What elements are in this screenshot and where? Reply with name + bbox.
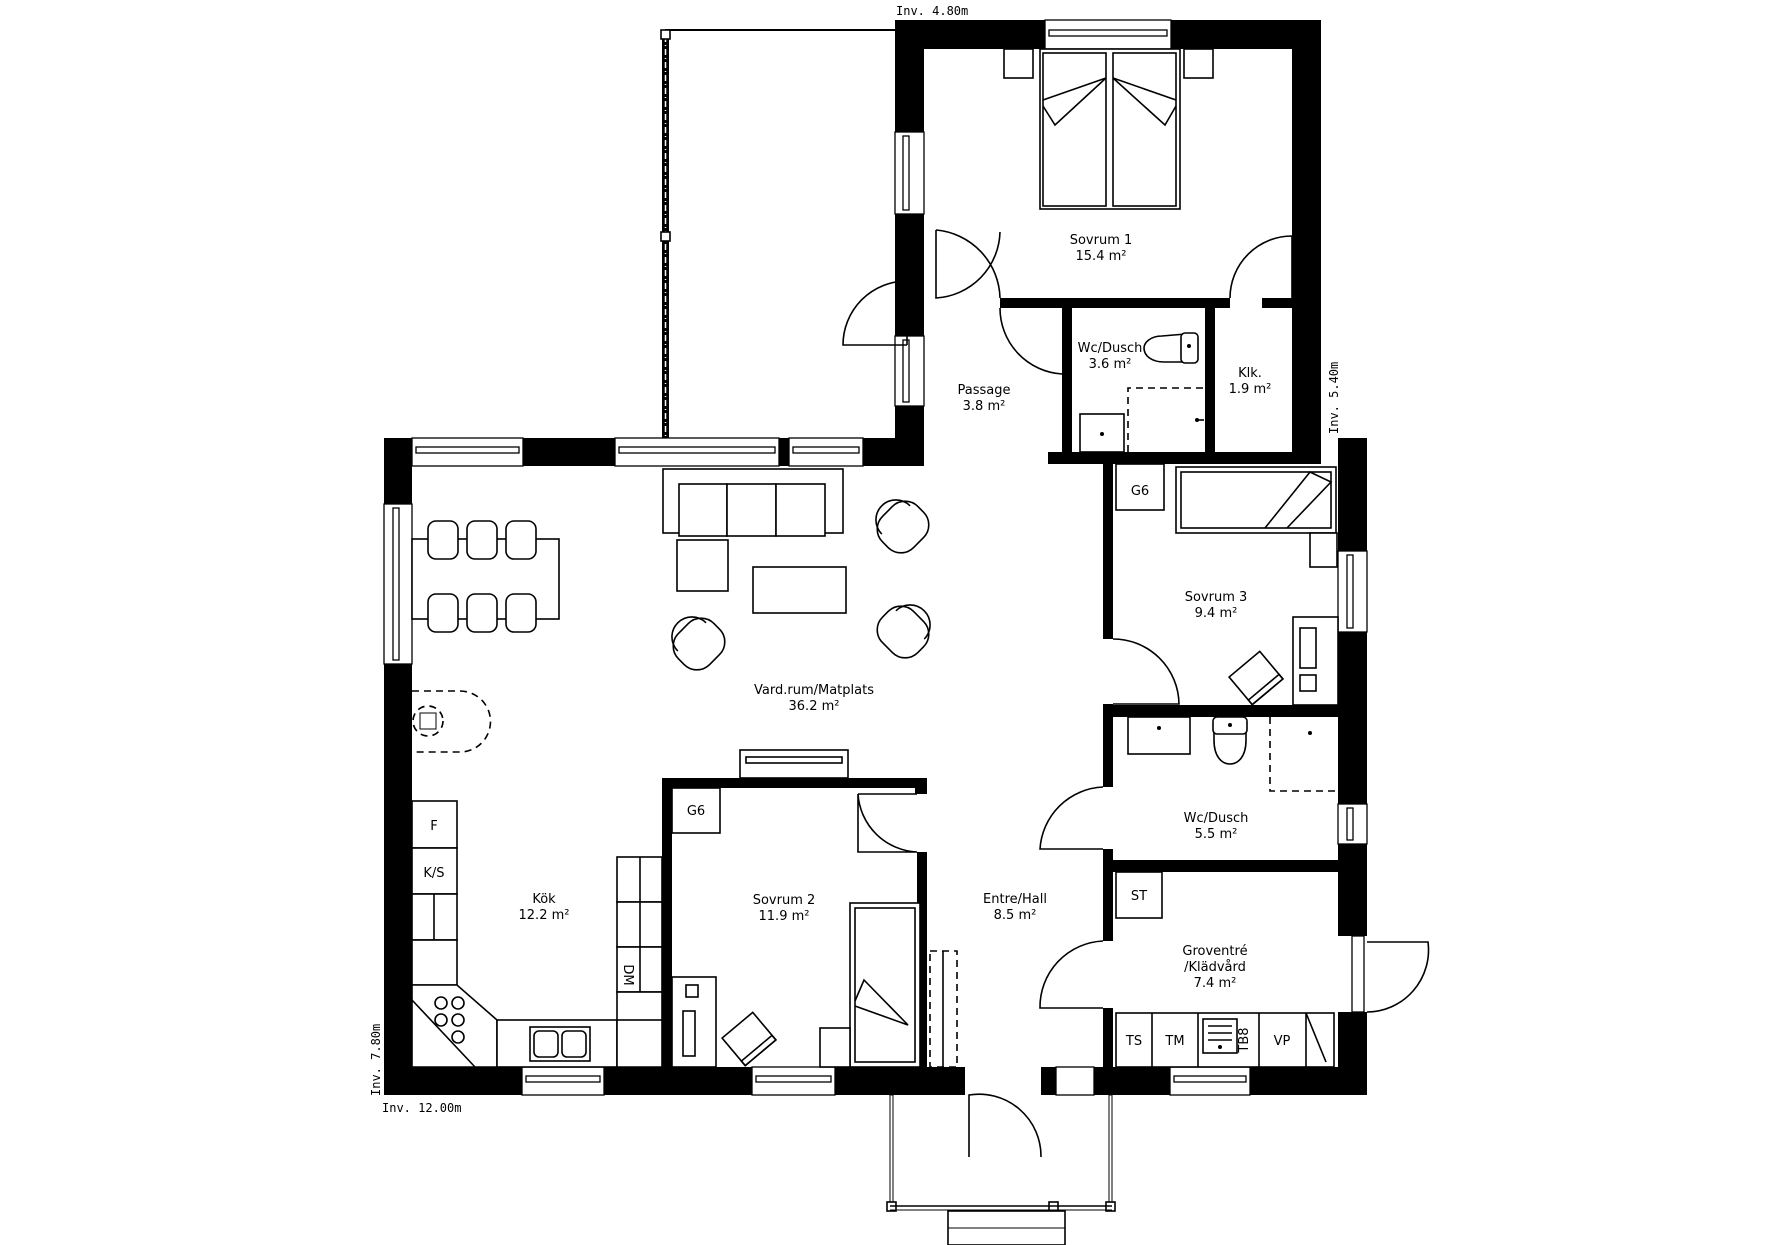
room-name: Wc/Dusch: [1078, 341, 1143, 356]
room-kok: Kök 12.2 m²: [519, 892, 570, 923]
room-area: 15.4 m²: [1076, 249, 1127, 264]
room-klk: Klk. 1.9 m²: [1229, 366, 1272, 397]
sovrum2-furniture: [671, 749, 958, 1068]
room-vardrum-matplats: Vard.rum/Matplats 36.2 m²: [754, 683, 874, 714]
laundry-fixtures: [1115, 871, 1335, 1068]
room-sovrum-1: Sovrum 1 15.4 m²: [1070, 233, 1133, 264]
room-name: Klk.: [1238, 366, 1262, 381]
windows: [383, 19, 1368, 1096]
room-wc-dusch-2: Wc/Dusch 5.5 m²: [1184, 811, 1249, 842]
room-area: 5.5 m²: [1195, 827, 1238, 842]
room-area: 3.6 m²: [1089, 357, 1132, 372]
room-name-line2: /Klädvård: [1184, 960, 1246, 975]
kitchen: [411, 800, 663, 1068]
desk-chair: [1227, 650, 1285, 706]
fireplace: [412, 690, 492, 753]
room-entre-hall: Entre/Hall 8.5 m²: [983, 892, 1047, 923]
sovrum3-furniture: [1115, 463, 1339, 706]
g6-label: G6: [687, 804, 705, 819]
room-name: Sovrum 3: [1185, 590, 1248, 605]
room-groventre-kladvard: Groventré /Klädvård 7.4 m²: [1182, 944, 1247, 991]
dishwasher-label: DM: [620, 964, 635, 985]
armchair: [671, 616, 726, 671]
room-sovrum-3: Sovrum 3 9.4 m²: [1185, 590, 1248, 621]
room-area: 12.2 m²: [519, 908, 570, 923]
room-wc-dusch-1: Wc/Dusch 3.6 m²: [1078, 341, 1143, 372]
water-heater-label: VP: [1274, 1034, 1291, 1049]
storage-label: ST: [1131, 889, 1147, 904]
room-area: 9.4 m²: [1195, 606, 1238, 621]
armchair: [875, 499, 930, 554]
room-area: 8.5 m²: [994, 908, 1037, 923]
room-passage: Passage 3.8 m²: [958, 383, 1011, 414]
terrace: [660, 29, 895, 440]
dining-table: [411, 520, 560, 633]
double-bed: [1003, 48, 1214, 210]
room-area: 1.9 m²: [1229, 382, 1272, 397]
dimension-left: Inv. 7.80m: [369, 1024, 383, 1096]
hob-burners: [434, 996, 465, 1044]
entrance-porch: [886, 1094, 1116, 1245]
room-area: 11.9 m²: [759, 909, 810, 924]
desk-chair: [720, 1011, 778, 1067]
room-area: 36.2 m²: [789, 699, 840, 714]
walls: [384, 20, 1367, 1095]
room-area: 3.8 m²: [963, 399, 1006, 414]
fixture-labels: G6 G6 F K/S DM ST TS TM TB8 VP: [423, 484, 1290, 1054]
room-name: Vard.rum/Matplats: [754, 683, 874, 698]
room-labels: Sovrum 1 15.4 m² Wc/Dusch 3.6 m² Klk. 1.…: [519, 233, 1272, 991]
room-name: Sovrum 2: [753, 893, 816, 908]
room-name: Wc/Dusch: [1184, 811, 1249, 826]
living-room-furniture: [662, 468, 931, 671]
dimension-labels: Inv. 4.80m Inv. 5.40m Inv. 7.80m Inv. 12…: [369, 4, 1341, 1115]
dimension-top: Inv. 4.80m: [896, 4, 968, 18]
dimension-bottom: Inv. 12.00m: [382, 1101, 461, 1115]
dimension-right: Inv. 5.40m: [1327, 362, 1341, 434]
room-name: Entre/Hall: [983, 892, 1047, 907]
armchair: [876, 604, 931, 659]
g6-label: G6: [1131, 484, 1149, 499]
dryer-label: TS: [1125, 1034, 1142, 1049]
washer-label: TM: [1164, 1034, 1184, 1049]
drying-cabinet-label: TB8: [1237, 1027, 1252, 1053]
fridge-freezer-label: K/S: [423, 866, 444, 881]
wc1-fixtures: [1079, 332, 1205, 453]
room-sovrum-2: Sovrum 2 11.9 m²: [753, 893, 816, 924]
room-name: Passage: [958, 383, 1011, 398]
doors: [842, 229, 1430, 1158]
dining-chairs: [427, 520, 537, 633]
room-name: Sovrum 1: [1070, 233, 1133, 248]
wc2-fixtures: [1127, 716, 1338, 792]
room-name: Kök: [532, 892, 556, 907]
room-name: Groventré: [1182, 944, 1247, 959]
room-area: 7.4 m²: [1194, 976, 1237, 991]
fridge-label: F: [430, 819, 437, 834]
